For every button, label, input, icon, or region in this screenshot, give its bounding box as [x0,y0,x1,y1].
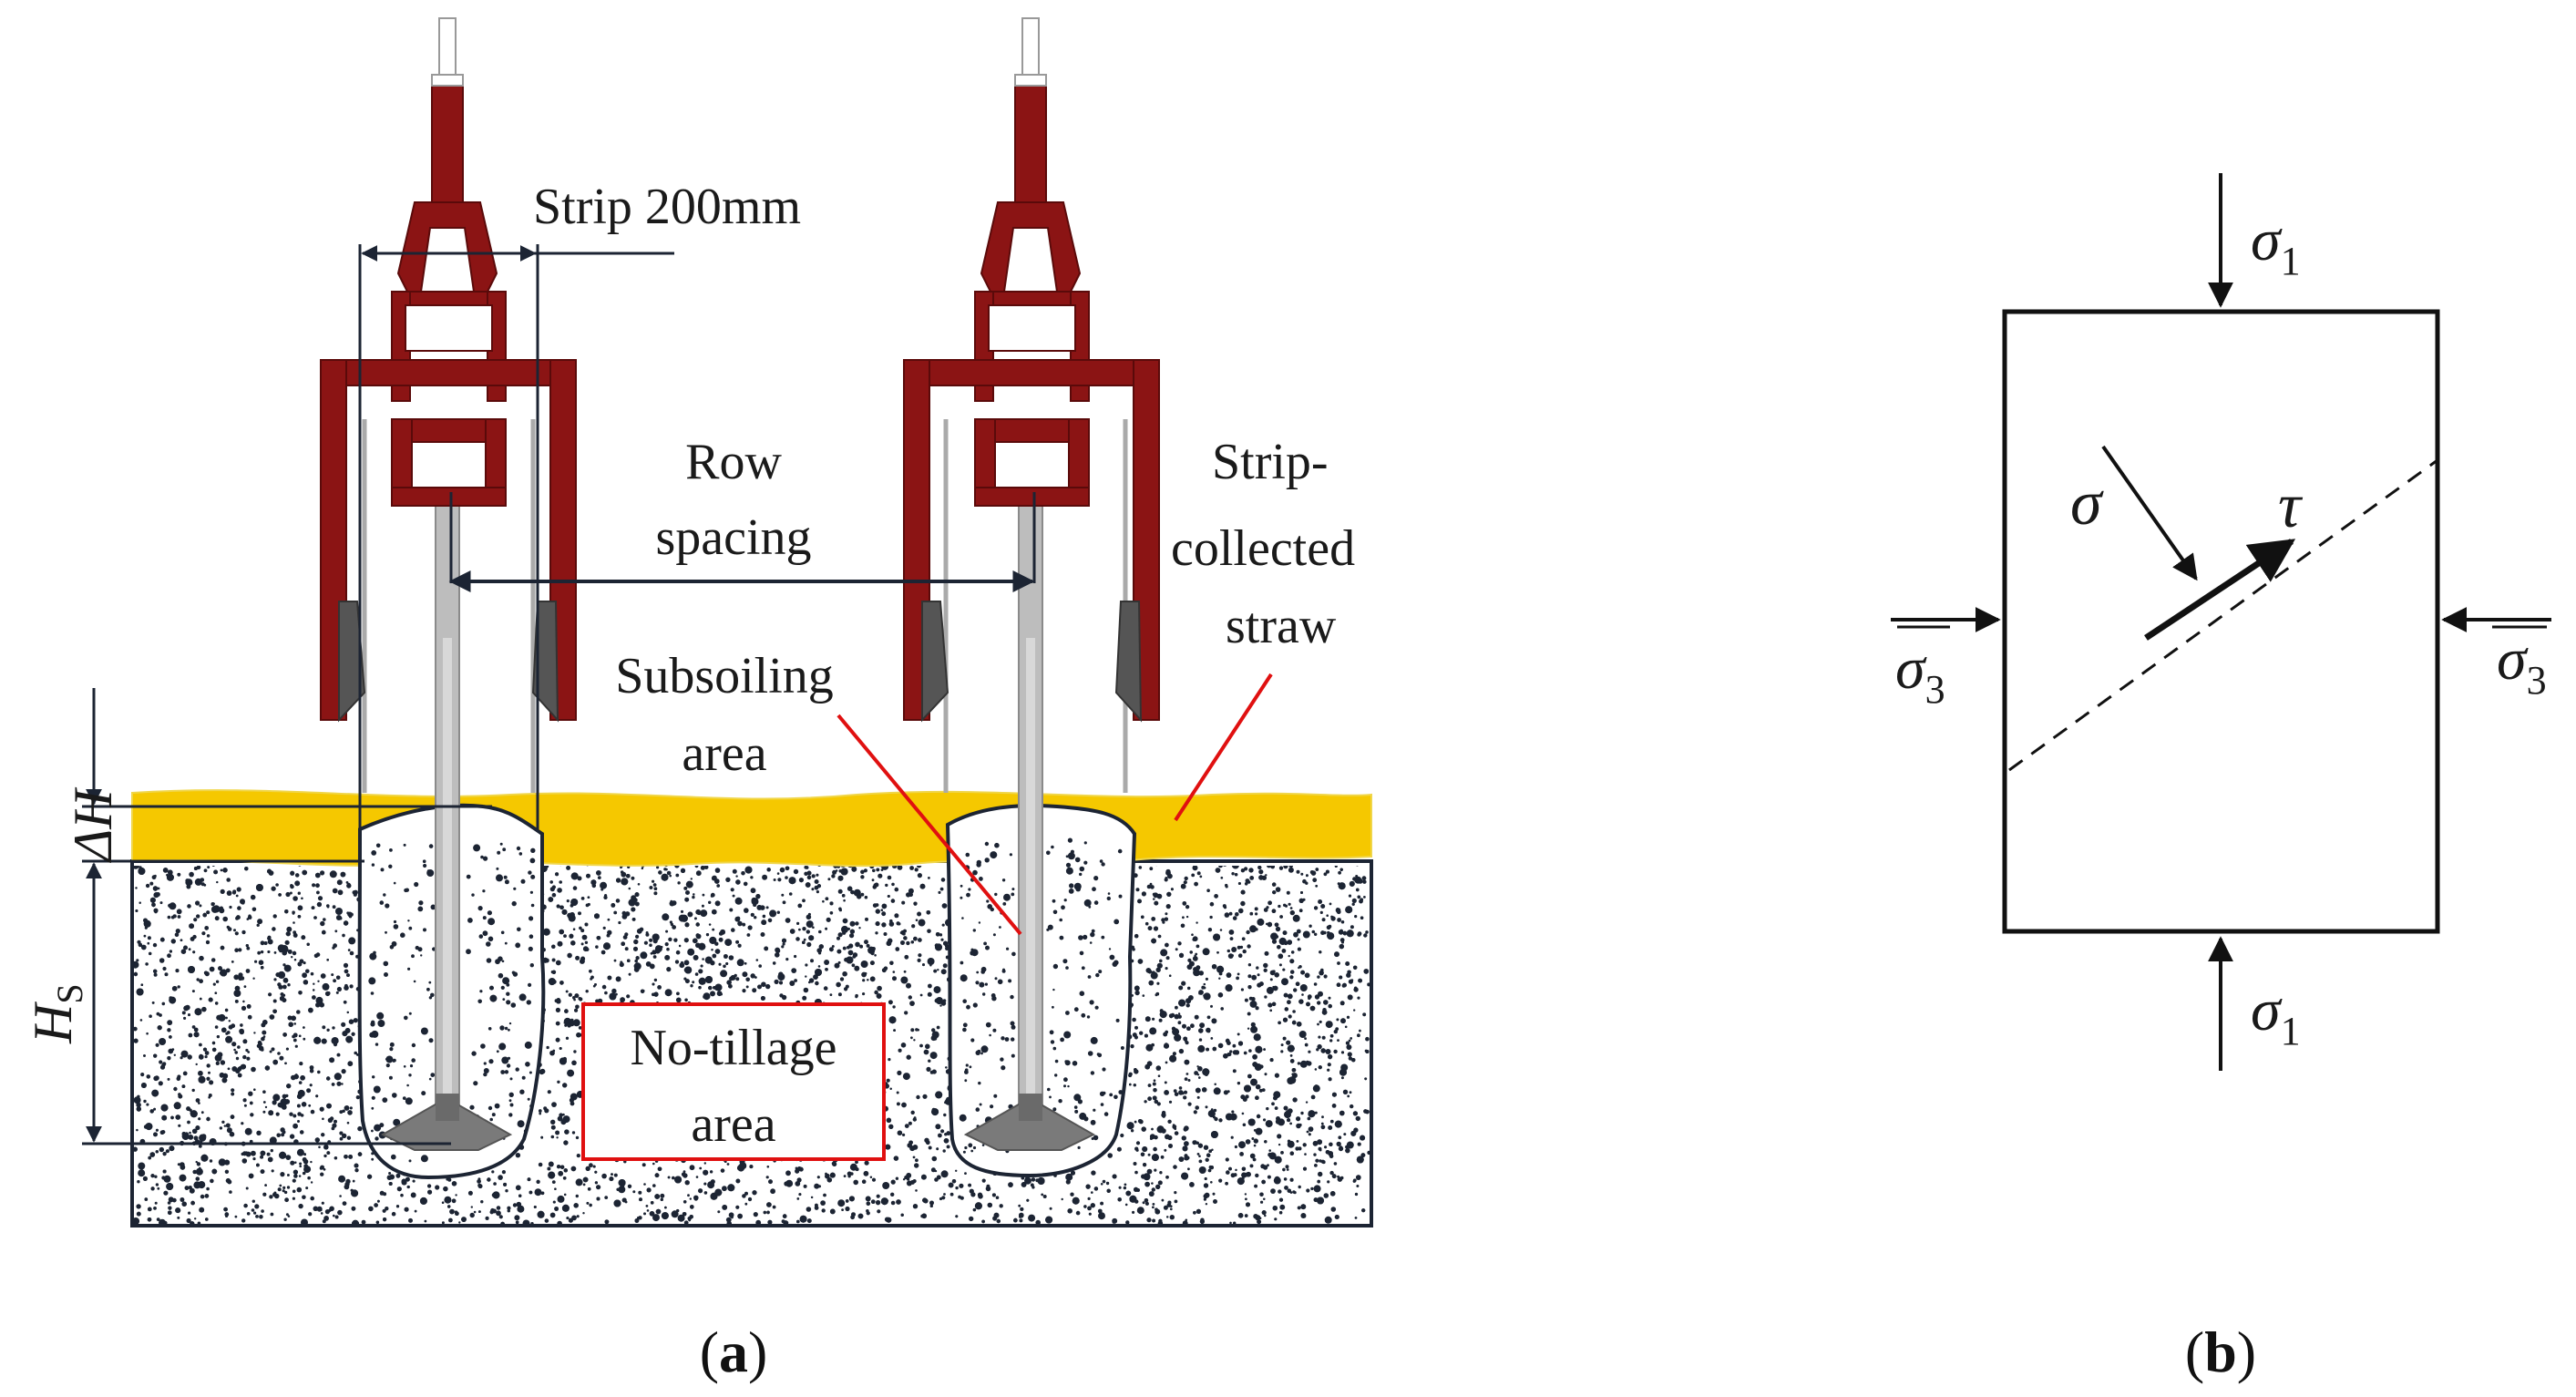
notillage-label-1: No-tillage [630,1020,836,1076]
straw-leader [1174,673,1273,822]
depth-dimensions [82,688,492,1145]
subsoiling-label-2: area [682,725,766,782]
subsoiling-label-1: Subsoiling [615,648,834,704]
strip-width-label: Strip 200mm [533,179,801,235]
subsoiler-left [320,17,577,1151]
straw-label-1: Strip- [1212,434,1329,490]
subsoiler-right [903,17,1160,1151]
panel-b: σ1 σ1 σ3 σ3 σ τ (b) [1891,173,2551,1384]
normal-stress-arrow [2101,445,2198,581]
sigma1-bottom-label: σ1 [2251,977,2301,1053]
notillage-box [581,1002,886,1161]
shear-stress-label: τ [2278,471,2304,541]
shear-stress-arrow [2144,539,2296,641]
row-spacing-label-1: Row [685,434,782,490]
notillage-label-2: area [691,1096,775,1153]
straw-label-3: straw [1226,598,1337,654]
row-spacing-label-2: spacing [655,509,811,566]
straw-layer [131,789,1372,868]
failure-plane [2008,458,2438,772]
panel-b-label: (b) [2185,1320,2256,1384]
panel-a-label: (a) [700,1320,768,1384]
delta-h-label: ΔH [63,786,123,863]
stress-element [2002,309,2440,934]
normal-stress-label: σ [2070,468,2104,539]
furrow-right-texture [959,837,1124,1158]
soil-block [130,859,1373,1228]
sigma3-right-label: σ3 [2497,626,2547,703]
sigma1-top-label: σ1 [2251,207,2301,283]
panel-a: Strip 200mm Row spacing Strip- collected… [23,17,1373,1384]
sigma3-left-label: σ3 [1895,635,1945,712]
subsoiling-leader [836,714,1022,936]
hs-label: HS [23,983,90,1044]
strip-width-dimension [358,244,674,829]
straw-label-2: collected [1171,520,1355,577]
